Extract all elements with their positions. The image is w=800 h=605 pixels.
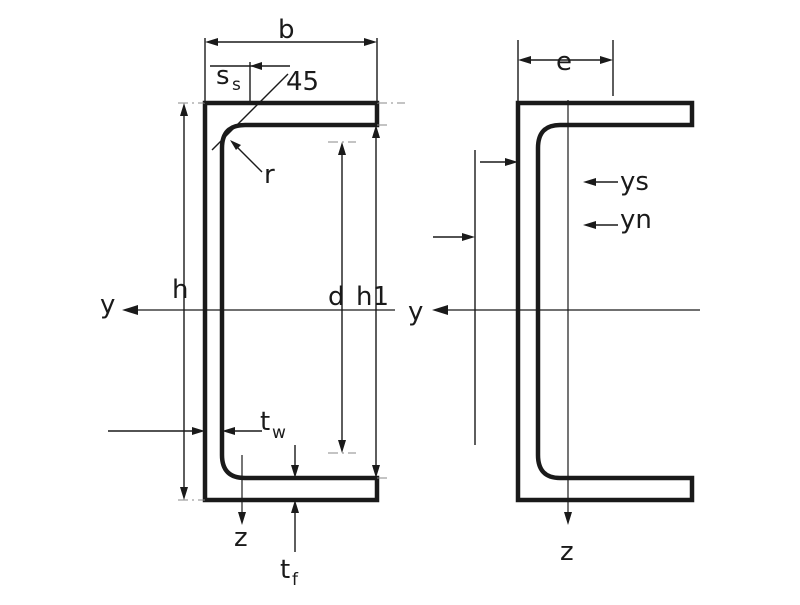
label-yn: yn — [620, 205, 652, 235]
label-tw: t — [260, 407, 270, 437]
left-label-y: y — [100, 290, 115, 320]
left-label-z: z — [234, 523, 248, 553]
angle-45-line — [211, 73, 289, 151]
right-channel-outline — [515, 100, 695, 503]
label-tf: t — [280, 555, 290, 585]
left-channel-outline — [202, 100, 380, 503]
label-ys: ys — [620, 167, 649, 197]
label-s-sub: s — [232, 75, 241, 95]
label-tf-sub: f — [292, 570, 299, 590]
right-view: e z ys yn y — [408, 40, 700, 567]
label-h1: h1 — [356, 282, 389, 312]
right-label-y: y — [408, 297, 423, 327]
label-b: b — [278, 15, 295, 45]
label-r: r — [264, 160, 275, 190]
label-s: s — [216, 61, 230, 91]
label-d: d — [328, 282, 345, 312]
label-45: 45 — [286, 67, 319, 97]
label-h: h — [172, 275, 188, 305]
right-label-z: z — [560, 537, 574, 567]
label-tw-sub: w — [272, 423, 286, 443]
left-view: b s s 45 r h d h1 y z — [100, 15, 405, 590]
label-e: e — [556, 47, 572, 77]
